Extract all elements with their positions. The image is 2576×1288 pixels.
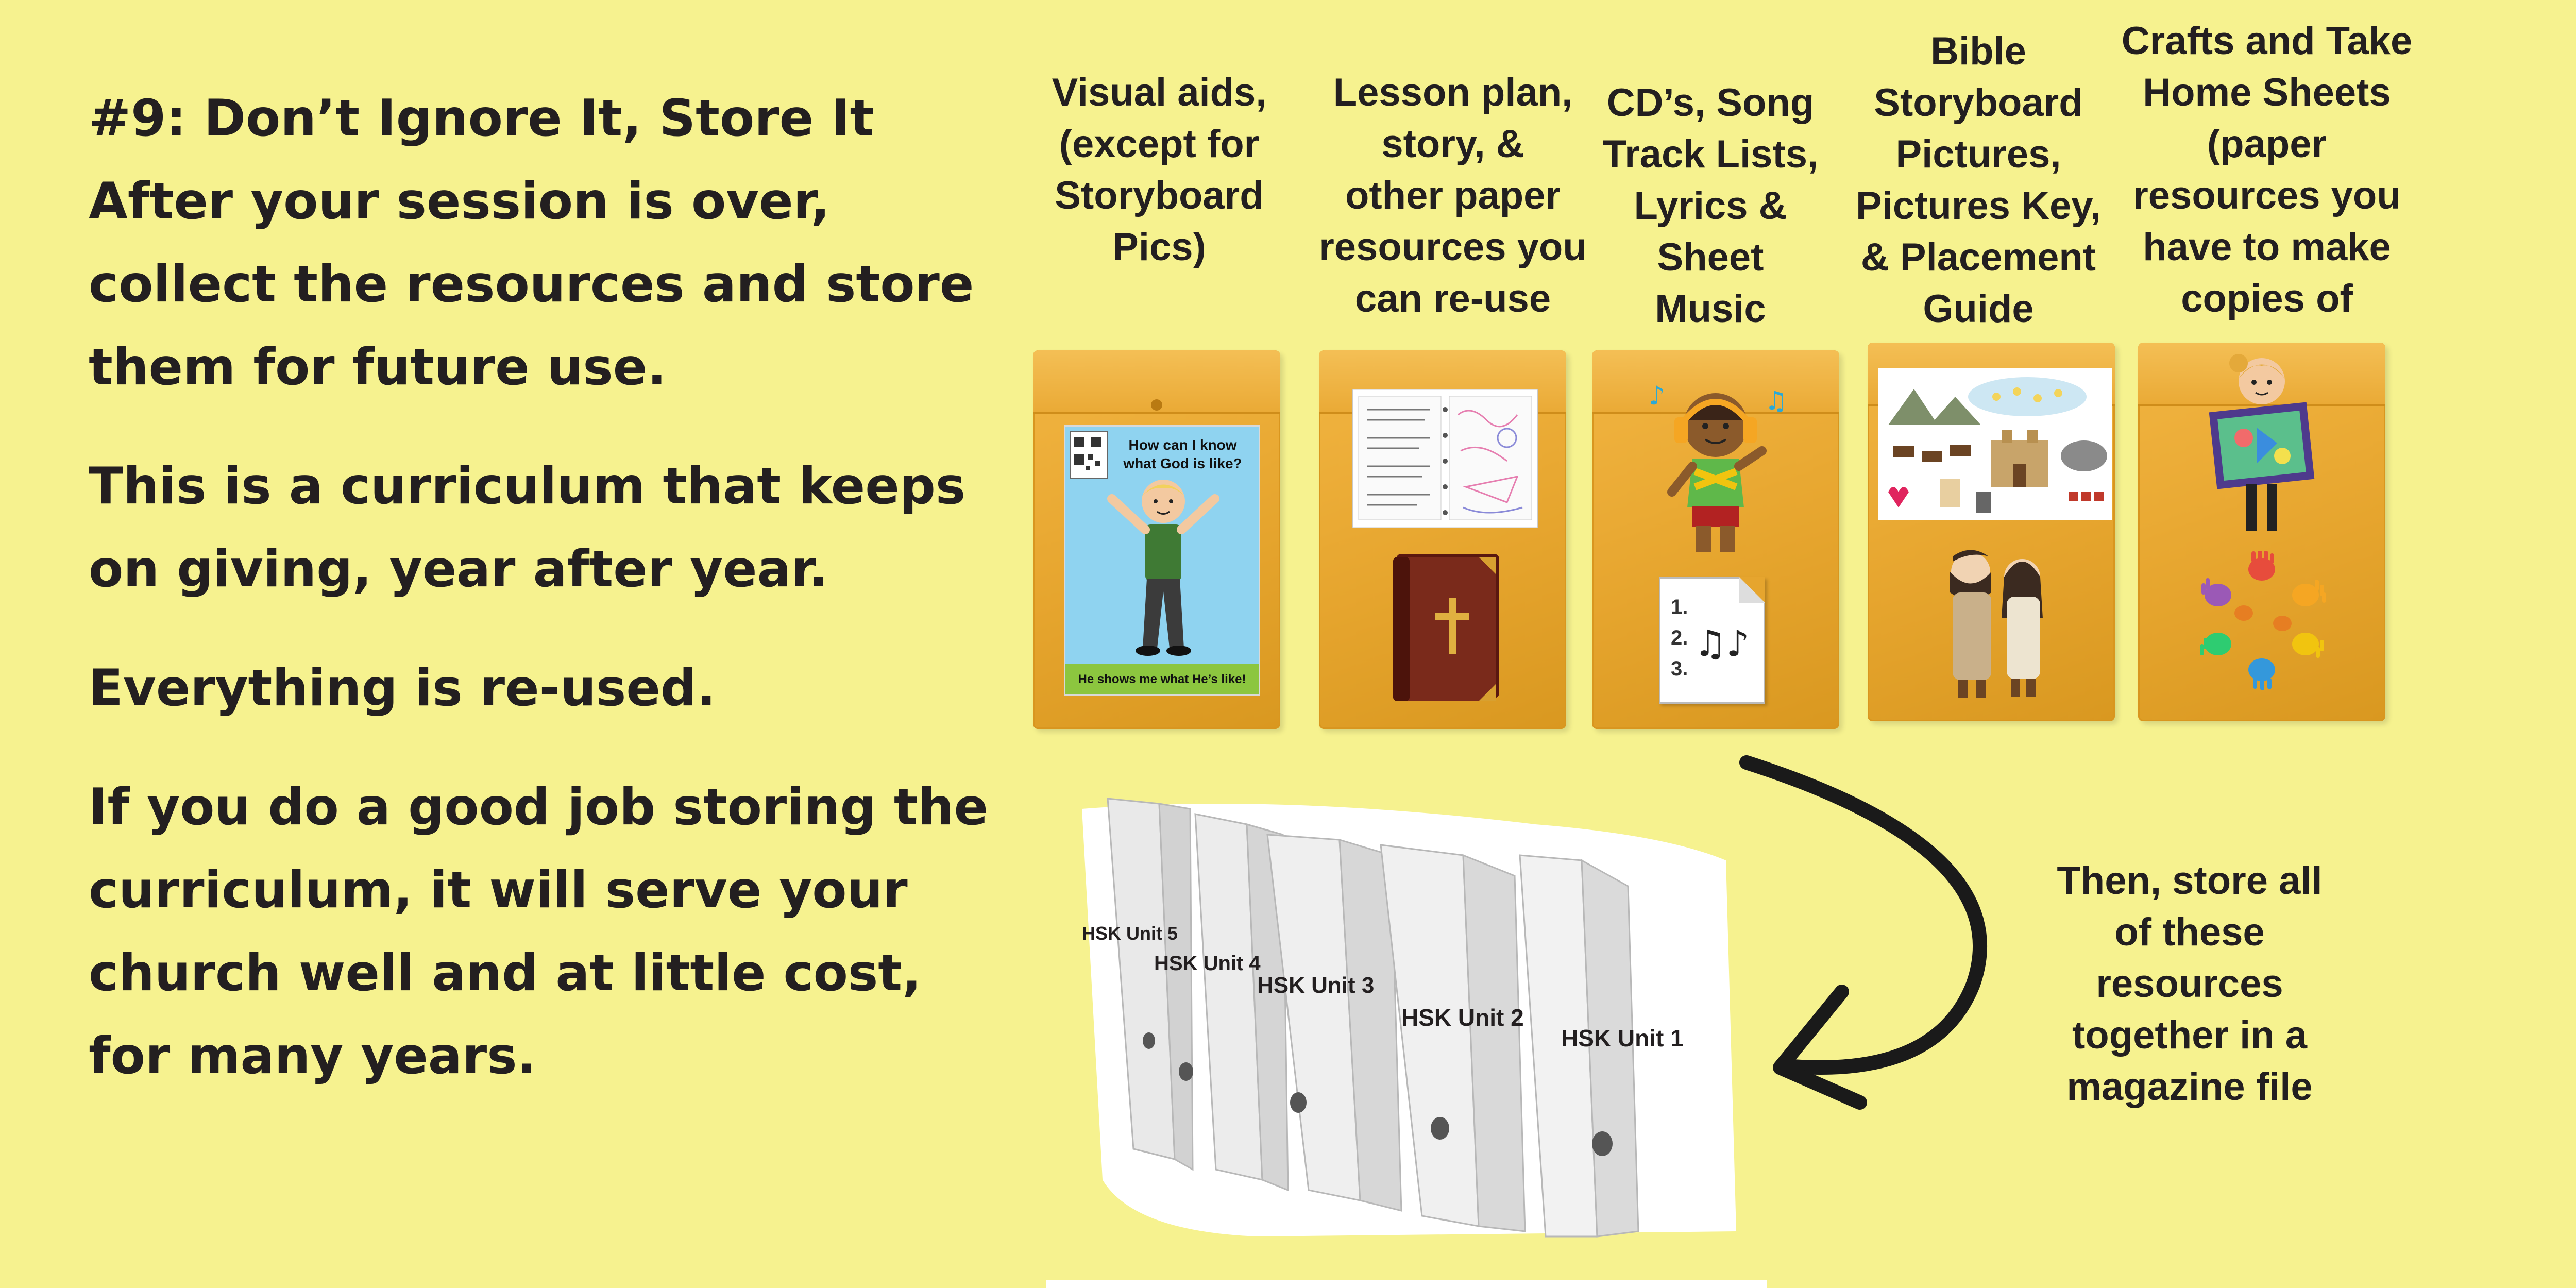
heading-line: (paper	[2207, 122, 2327, 166]
heading-line: Bible	[1930, 29, 2026, 73]
heading-line: story, &	[1381, 122, 1524, 166]
tip-line: for many years.	[89, 1027, 536, 1086]
heading-line: Crafts and Take	[2121, 19, 2413, 63]
envelope-heading-crafts: Crafts and Take Home Sheets (paper resou…	[2102, 15, 2432, 325]
caption-line: of these	[2114, 910, 2265, 954]
sheet-music-icon: 1. 2. 3. ♫♪	[1659, 577, 1765, 704]
envelope-heading-storyboard: Bible Storyboard Pictures, Pictures Key,…	[1834, 26, 2123, 335]
bottom-divider	[1046, 1280, 1767, 1288]
tip-line: This is a curriculum that keeps	[89, 457, 966, 516]
heading-line: Home Sheets	[2143, 71, 2391, 114]
heading-line: can re-use	[1354, 277, 1551, 320]
envelope-heading-music: CD’s, Song Track Lists, Lyrics & Sheet M…	[1587, 77, 1834, 335]
heading-line: Storyboard	[1874, 81, 2083, 125]
tip-line: After your session is over,	[89, 172, 830, 231]
envelope-lesson-plan	[1319, 350, 1566, 729]
song-number: 3.	[1671, 657, 1688, 680]
heading-line: have to make	[2143, 225, 2391, 269]
tip-line: Everything is re-used.	[89, 659, 716, 718]
heading-line: CD’s, Song	[1606, 81, 1815, 125]
magazine-file-label: HSK Unit 1	[1561, 1025, 1684, 1052]
bible-characters-illustration	[1950, 550, 2043, 698]
tip-line: collect the resources and store	[89, 255, 974, 314]
storage-tip: #9: Don’t Ignore It, Store It After your…	[89, 77, 988, 1134]
tip-line: church well and at little cost,	[89, 944, 922, 1003]
card-caption: He shows me what He’s like!	[1078, 672, 1246, 686]
store-caption: Then, store all of these resources toget…	[2030, 855, 2349, 1113]
heading-line: & Placement	[1860, 235, 2096, 279]
envelope-music: ♪ ♫ 1. 2. 3. ♫♪	[1592, 350, 1839, 729]
heading-line: Lyrics &	[1634, 184, 1787, 228]
magazine-file-label: HSK Unit 4	[1154, 952, 1261, 975]
song-number: 2.	[1671, 626, 1688, 649]
lesson-plan-notebook-icon	[1352, 389, 1538, 528]
tip-paragraph-2: This is a curriculum that keeps on givin…	[89, 445, 966, 611]
envelope-storyboard	[1868, 343, 2115, 721]
heading-line: Track Lists,	[1602, 132, 1819, 176]
card-question: How can I know what God is like?	[1123, 437, 1242, 471]
tip-line: them for future use.	[89, 338, 667, 397]
heading-line: resources you	[1319, 225, 1587, 269]
curved-arrow-icon	[1739, 755, 1988, 1110]
heading-line: (except for	[1059, 122, 1260, 166]
tip-line: curriculum, it will serve your	[89, 861, 908, 920]
visual-aid-card: How can I know what God is like? He show…	[1064, 425, 1260, 696]
heading-line: copies of	[2181, 277, 2353, 320]
heading-line: Pictures Key,	[1856, 184, 2101, 228]
envelope-hole	[1151, 399, 1162, 411]
heading-line: Visual aids,	[1052, 71, 1267, 114]
handprints-icon	[2200, 551, 2326, 690]
tip-line: If you do a good job storing the	[89, 778, 988, 837]
heading-line: resources you	[2133, 174, 2401, 217]
caption-line: Then, store all	[2057, 859, 2323, 903]
storyboard-pictures-sheet	[1878, 368, 2112, 520]
heading-line: Storyboard	[1055, 174, 1264, 217]
heading-line: other paper	[1345, 174, 1561, 217]
music-note-icon: ♫♪	[1694, 622, 1750, 665]
magazine-files-photo	[1082, 798, 1736, 1238]
bible-icon	[1393, 554, 1499, 701]
page-corner	[1739, 577, 1765, 603]
magazine-file-label: HSK Unit 5	[1082, 923, 1178, 944]
magazine-file-label: HSK Unit 3	[1257, 973, 1375, 998]
heading-line: Pics)	[1112, 225, 1206, 269]
envelope-crafts	[2138, 343, 2385, 721]
magazine-file-label: HSK Unit 2	[1401, 1004, 1524, 1031]
qr-code-icon	[1070, 431, 1108, 479]
boy-illustration	[1107, 480, 1219, 656]
heading-line: Music	[1655, 287, 1766, 331]
tip-line: on giving, year after year.	[89, 540, 828, 599]
kid-with-headphones-illustration: ♪ ♫	[1649, 381, 1788, 552]
caption-line: resources	[2096, 962, 2283, 1006]
tip-title: #9: Don’t Ignore It, Store It	[89, 89, 874, 148]
envelope-visual-aids: How can I know what God is like? He show…	[1033, 350, 1280, 729]
tip-paragraph-3: Everything is re-used.	[89, 647, 913, 730]
caption-line: together in a	[2072, 1013, 2308, 1057]
girl-with-artwork-illustration	[2209, 354, 2315, 531]
tip-paragraph-4: If you do a good job storing the curricu…	[89, 766, 988, 1098]
svg-text:♪: ♪	[1649, 381, 1665, 411]
heading-line: Guide	[1923, 287, 2034, 331]
tip-paragraph-1: #9: Don’t Ignore It, Store It After your…	[89, 77, 974, 409]
svg-text:♫: ♫	[1765, 386, 1788, 416]
heading-line: Lesson plan,	[1333, 71, 1573, 114]
song-number: 1.	[1671, 596, 1688, 618]
caption-line: magazine file	[2066, 1065, 2313, 1109]
heading-line: Sheet	[1657, 235, 1764, 279]
song-numbers: 1. 2. 3.	[1671, 591, 1688, 684]
heading-line: Pictures,	[1895, 132, 2061, 176]
envelope-heading-lesson-plan: Lesson plan, story, & other paper resour…	[1309, 67, 1597, 325]
card-grass	[1065, 664, 1259, 694]
envelope-heading-visual-aids: Visual aids, (except for Storyboard Pics…	[1025, 67, 1293, 273]
